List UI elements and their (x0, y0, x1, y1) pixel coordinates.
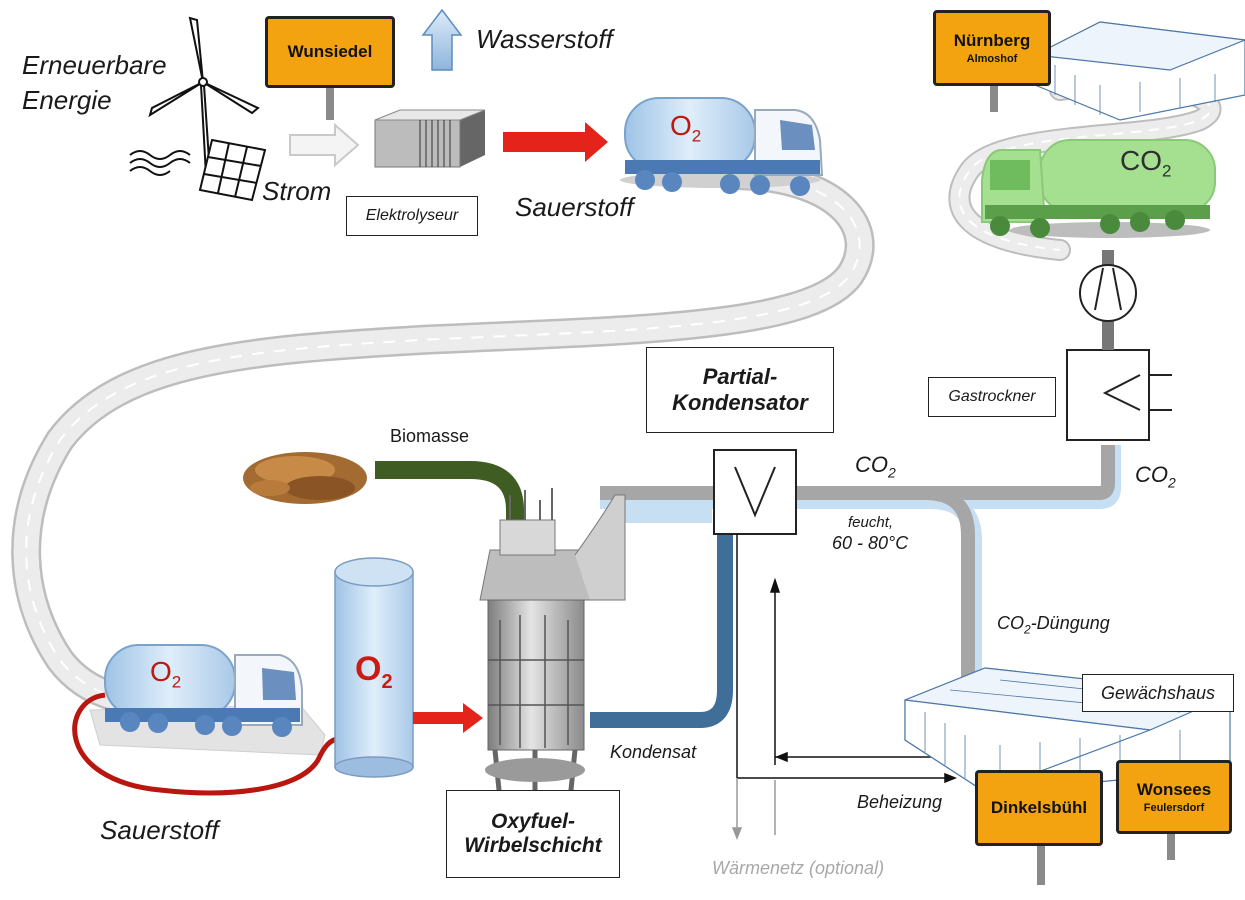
box-partial-kondensator: Partial-Kondensator (646, 347, 834, 433)
label-biomasse: Biomasse (390, 426, 470, 446)
truck-co2-label: CO2 (1120, 145, 1172, 181)
label-temperature: 60 - 80°C (832, 533, 909, 553)
biomass-chips-icon (243, 452, 367, 504)
label-sauerstoff-bottom: Sauerstoff (100, 815, 219, 845)
oxygen-arrow-top (503, 122, 608, 162)
label-strom: Strom (262, 176, 332, 206)
greenhouse-nuernberg (1032, 21, 1245, 121)
label-co2-duengung: CO2-Düngung (997, 613, 1110, 637)
co2-truck (981, 139, 1216, 238)
condensate-pipe (590, 507, 733, 728)
label-erneuerbare: Erneuerbare (22, 50, 167, 80)
power-arrow (289, 122, 360, 168)
label-wasserstoff: Wasserstoff (476, 24, 613, 54)
partial-condenser-icon (713, 449, 797, 535)
oxygen-truck-top (620, 97, 824, 196)
sign-wonsees: Wonsees Feulersdorf (1116, 760, 1232, 834)
label-energie: Energie (22, 85, 112, 115)
oxyfuel-reactor-icon (479, 488, 626, 805)
wind-turbine-icon (129, 16, 260, 176)
label-waermenetz: Wärmenetz (optional) (712, 858, 885, 878)
sign-dinkelsbuehl: Dinkelsbühl (975, 770, 1103, 846)
electrolyser-icon (374, 109, 486, 168)
label-co2-dryer: CO2 (1135, 462, 1176, 491)
oxygen-line-bottom (72, 692, 341, 796)
label-co2-main: CO2 (855, 452, 896, 481)
road-oxygen-delivery (11, 160, 875, 717)
hydrogen-arrow (421, 8, 463, 71)
box-gastrockner: Gastrockner (928, 377, 1056, 417)
compressor-icon (1079, 250, 1137, 350)
heat-network-lines (731, 534, 958, 841)
label-sauerstoff-top: Sauerstoff (515, 192, 634, 222)
box-oxyfuel-wirbelschicht: Oxyfuel-Wirbelschicht (446, 790, 620, 878)
label-kondensat: Kondensat (610, 742, 697, 762)
sign-posts (326, 80, 1175, 885)
oxygen-arrow-bottom (413, 703, 483, 733)
oxygen-truck-bottom (89, 644, 326, 756)
box-gewaechshaus: Gewächshaus (1082, 674, 1234, 712)
truck-top-o2-label: O2 (670, 110, 702, 146)
co2-pipes (600, 445, 1121, 690)
tank-o2-label: O2 (355, 650, 393, 693)
sign-nuernberg: Nürnberg Almoshof (933, 10, 1051, 86)
label-feucht: feucht, (848, 514, 894, 531)
box-elektrolyseur: Elektrolyseur (346, 196, 478, 236)
sign-wunsiedel: Wunsiedel (265, 16, 395, 88)
truck-bottom-o2-label: O2 (150, 656, 182, 692)
solar-panel-icon (198, 138, 267, 202)
gas-dryer-icon (1066, 349, 1172, 441)
biomass-feed-pipe (375, 461, 524, 535)
oxygen-storage-tank (334, 557, 414, 778)
label-beheizung: Beheizung (857, 792, 943, 812)
